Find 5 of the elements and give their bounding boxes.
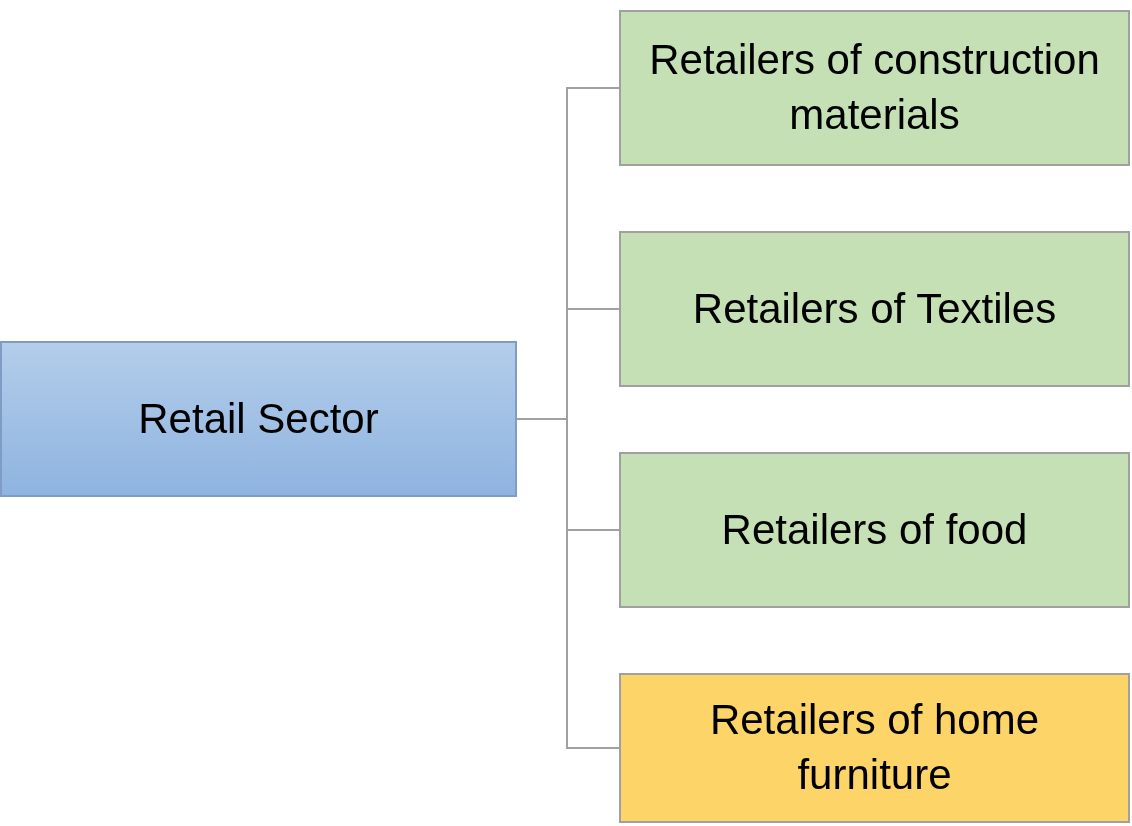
process-box: Retailers of construction materials <box>619 10 1130 166</box>
process-box: Retailers of food <box>619 452 1130 608</box>
process-box: Retailers of Textiles <box>619 231 1130 387</box>
process-box: Retailers of home furniture <box>619 673 1130 823</box>
process-box: Retail Sector <box>0 341 517 497</box>
